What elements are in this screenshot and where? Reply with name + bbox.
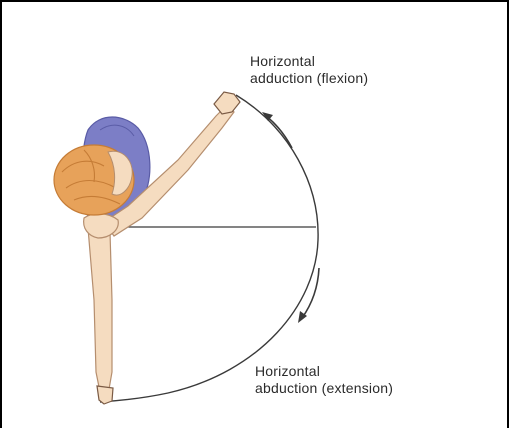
- lower-arm: [88, 228, 112, 395]
- abduction-label: Horizontal abduction (extension): [255, 363, 393, 397]
- abduction-label-line1: Horizontal: [255, 363, 393, 380]
- lower-hand: [97, 386, 113, 404]
- person-figure: [54, 92, 240, 404]
- curved-arrow-down-icon: [298, 268, 319, 323]
- abduction-label-line2: abduction (extension): [255, 380, 393, 397]
- adduction-label-line2: adduction (flexion): [250, 70, 368, 87]
- adduction-label: Horizontal adduction (flexion): [250, 53, 368, 87]
- adduction-label-line1: Horizontal: [250, 53, 368, 70]
